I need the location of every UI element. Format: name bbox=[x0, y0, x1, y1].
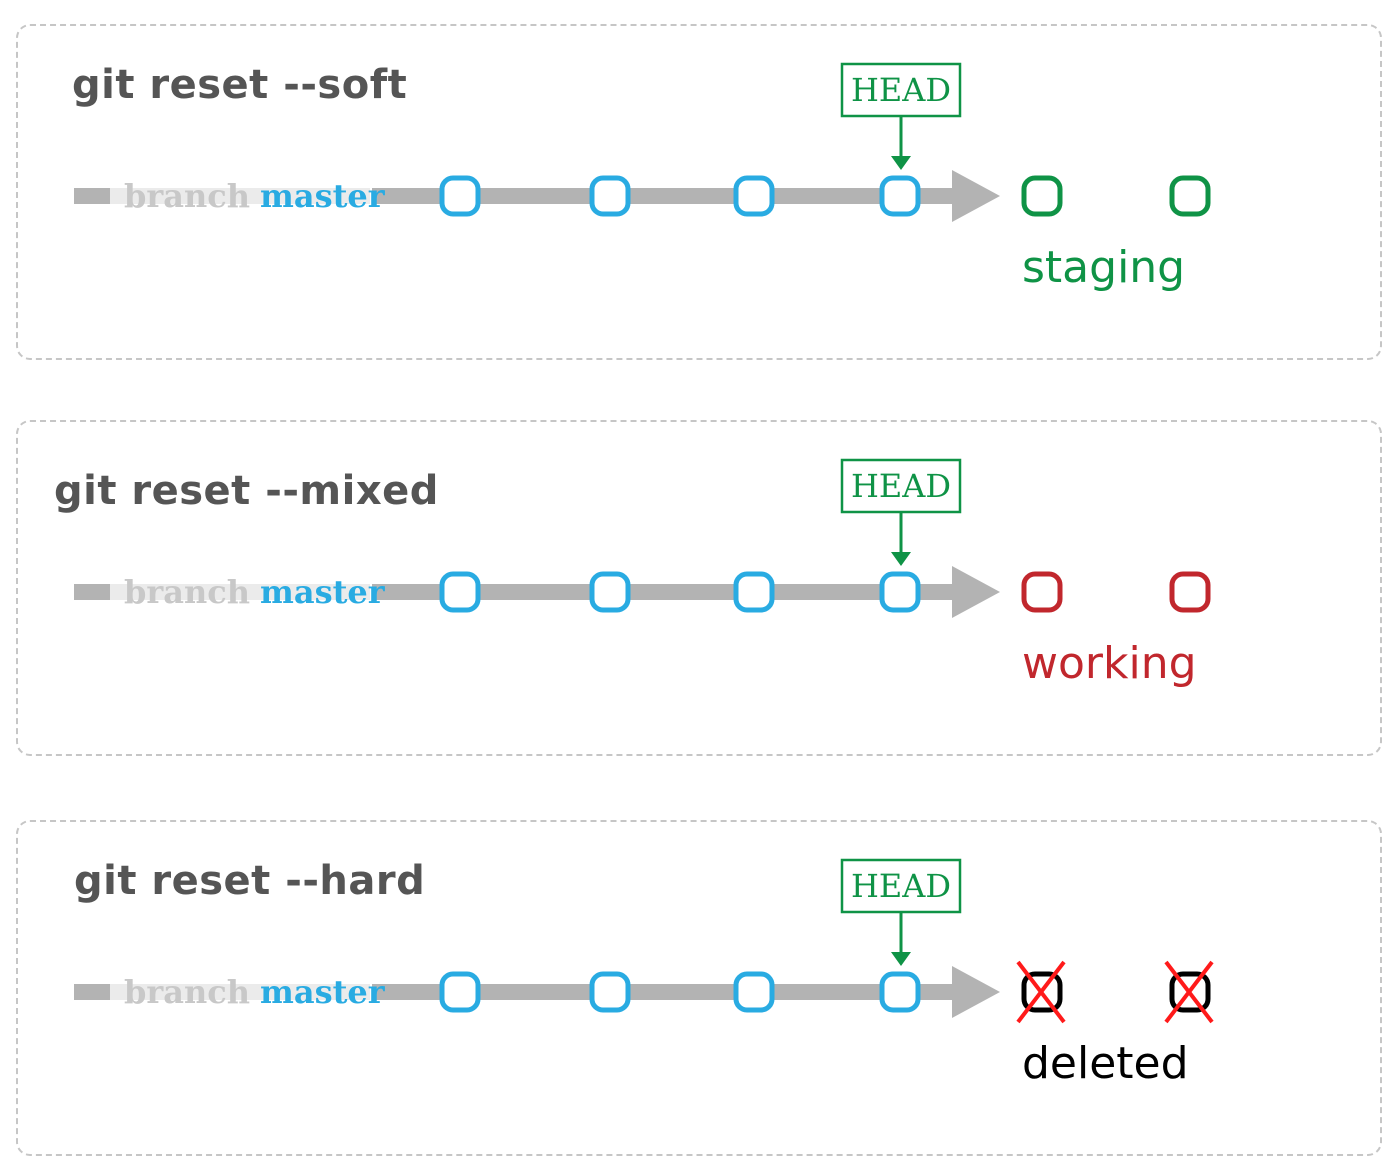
branch-label-bg bbox=[110, 188, 370, 204]
branch-label: branch master bbox=[124, 973, 386, 1011]
branch-label-bg bbox=[110, 984, 370, 1000]
reset-hard-panel: git reset --hard branch master HEAD deleted bbox=[16, 820, 1382, 1156]
timeline-bar bbox=[372, 984, 954, 1000]
commit-diagram: branch master HEAD staging bbox=[74, 62, 1211, 293]
branch-word: branch bbox=[124, 177, 250, 215]
deleted-cross-icon bbox=[1164, 960, 1214, 1024]
commit-node bbox=[589, 971, 631, 1013]
head-label: HEAD bbox=[851, 71, 951, 109]
commit-node bbox=[439, 571, 481, 613]
reset-mixed-panel: git reset --mixed branch master HEAD workin… bbox=[16, 420, 1382, 756]
timeline-arrowhead bbox=[952, 966, 1000, 1018]
commit-node bbox=[879, 175, 921, 217]
head-tag bbox=[840, 458, 962, 514]
branch-word: branch bbox=[124, 973, 250, 1011]
head-pointer-arrowhead bbox=[891, 552, 911, 566]
reset-commit-node bbox=[1169, 175, 1211, 217]
commit-diagram: branch master HEAD working bbox=[74, 458, 1211, 689]
panel-title: git reset --soft bbox=[72, 62, 408, 108]
commit-diagram: branch master HEAD deleted bbox=[74, 858, 1214, 1089]
branch-word: branch bbox=[124, 573, 250, 611]
head-label: HEAD bbox=[851, 467, 951, 505]
commit-node bbox=[589, 571, 631, 613]
commit-node bbox=[733, 175, 775, 217]
panel-title: git reset --hard bbox=[74, 858, 426, 904]
panel-title: git reset --mixed bbox=[54, 468, 439, 514]
head-pointer-arrowhead bbox=[891, 156, 911, 170]
branch-name: master bbox=[260, 177, 386, 215]
branch-label: branch master bbox=[124, 573, 386, 611]
branch-label-bg bbox=[110, 584, 370, 600]
commit-node bbox=[733, 971, 775, 1013]
timeline-bar bbox=[372, 188, 954, 204]
commit-node bbox=[589, 175, 631, 217]
deleted-cross-icon bbox=[1016, 960, 1066, 1024]
timeline-arrowhead bbox=[952, 566, 1000, 618]
reset-soft-panel: git reset --soft branch master HEAD staging bbox=[16, 24, 1382, 360]
head-label: HEAD bbox=[851, 867, 951, 905]
reset-commit-node bbox=[1021, 571, 1063, 613]
status-label: deleted bbox=[1022, 1038, 1189, 1089]
commit-node bbox=[439, 971, 481, 1013]
commit-node bbox=[879, 571, 921, 613]
status-label: staging bbox=[1022, 242, 1185, 293]
status-label: working bbox=[1022, 638, 1197, 689]
branch-label: branch master bbox=[124, 177, 386, 215]
branch-name: master bbox=[260, 573, 386, 611]
timeline-stub bbox=[74, 584, 110, 600]
branch-name: master bbox=[260, 973, 386, 1011]
timeline-stub bbox=[74, 188, 110, 204]
commit-node bbox=[733, 571, 775, 613]
timeline-arrowhead bbox=[952, 170, 1000, 222]
head-tag bbox=[840, 858, 962, 914]
head-pointer-arrowhead bbox=[891, 952, 911, 966]
reset-commit-node bbox=[1021, 175, 1063, 217]
commit-node bbox=[879, 971, 921, 1013]
timeline-stub bbox=[74, 984, 110, 1000]
reset-commit-node bbox=[1169, 571, 1211, 613]
commit-node bbox=[439, 175, 481, 217]
timeline-bar bbox=[372, 584, 954, 600]
